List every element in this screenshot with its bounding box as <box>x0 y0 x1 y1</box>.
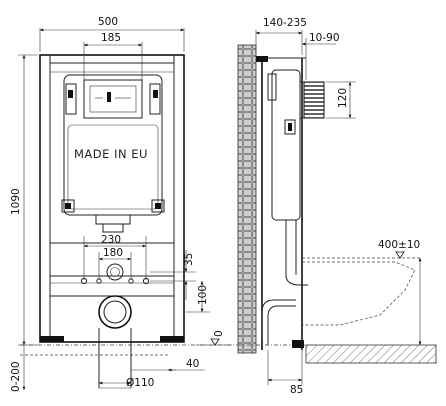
made-in-eu-marking: MADE IN EU <box>74 147 148 161</box>
right-fixing-clip <box>151 199 165 213</box>
flush-mechanism <box>89 85 137 113</box>
depth-range-dimension: 140-235 <box>263 17 307 29</box>
height-dimension: 1090 <box>10 188 22 215</box>
valve-body <box>284 119 296 135</box>
flush-inlet-fitting <box>106 263 124 281</box>
drain-outlet <box>98 295 132 329</box>
flush-plate-width-dimension: 185 <box>101 32 121 44</box>
wall-anchor-top <box>256 56 268 62</box>
level-marker-icon <box>210 338 220 346</box>
frame-outline <box>39 54 185 343</box>
side-view: 140-235 10-90 120 400±10 85 <box>237 17 437 396</box>
flush-box <box>303 81 325 119</box>
downpipe-bend <box>285 274 308 286</box>
right-foot <box>160 336 184 342</box>
left-foot <box>40 336 64 342</box>
floor-range-dimension: 0-200 <box>10 361 22 392</box>
wc-pan-outline <box>302 261 416 326</box>
left-fixing-clip <box>61 199 75 213</box>
pipe-offset-dimension: 40 <box>186 358 199 370</box>
right-fixing-dot <box>155 203 161 209</box>
floor-zero-dimension: 0 <box>213 330 225 337</box>
left-bracket <box>65 83 77 115</box>
floor-hatch <box>305 344 437 364</box>
width-dimension: 500 <box>98 16 118 28</box>
flush-inlet-inner <box>110 267 120 277</box>
drain-offset-dimension: 85 <box>290 384 303 396</box>
drain-outlet-inner <box>103 300 127 324</box>
outlet-height-dimension: 100 <box>197 285 209 305</box>
right-bracket-mark <box>153 90 158 98</box>
cistern-inner <box>67 124 159 210</box>
flush-box-height-dimension: 120 <box>337 88 349 108</box>
bowl-height-dimension: 400±10 <box>378 239 420 251</box>
cistern-offset-dimension: 10-90 <box>309 32 340 44</box>
right-bracket <box>149 83 161 115</box>
cistern-side-bracket <box>267 73 277 101</box>
drain-pipe <box>98 328 132 388</box>
front-view: MADE IN EU 500 <box>10 16 240 392</box>
cistern-body <box>63 74 163 216</box>
outlet-offset-dimension: 35 <box>183 253 195 266</box>
pipe-diameter-dimension: Ø110 <box>126 377 154 389</box>
flush-pipe <box>95 215 131 233</box>
valve-core <box>288 123 292 131</box>
left-bracket-mark <box>68 90 73 98</box>
left-fixing-dot <box>65 203 71 209</box>
flush-valve-mark <box>107 92 111 102</box>
side-foot <box>292 340 304 348</box>
outlet-spacing-dimension: 180 <box>103 247 123 259</box>
fixing-spacing-dimension: 230 <box>101 234 121 246</box>
drain-bend <box>261 299 296 345</box>
flush-plate-opening <box>83 79 143 119</box>
brick-wall <box>237 44 257 354</box>
bowl-level-icon <box>395 251 405 259</box>
